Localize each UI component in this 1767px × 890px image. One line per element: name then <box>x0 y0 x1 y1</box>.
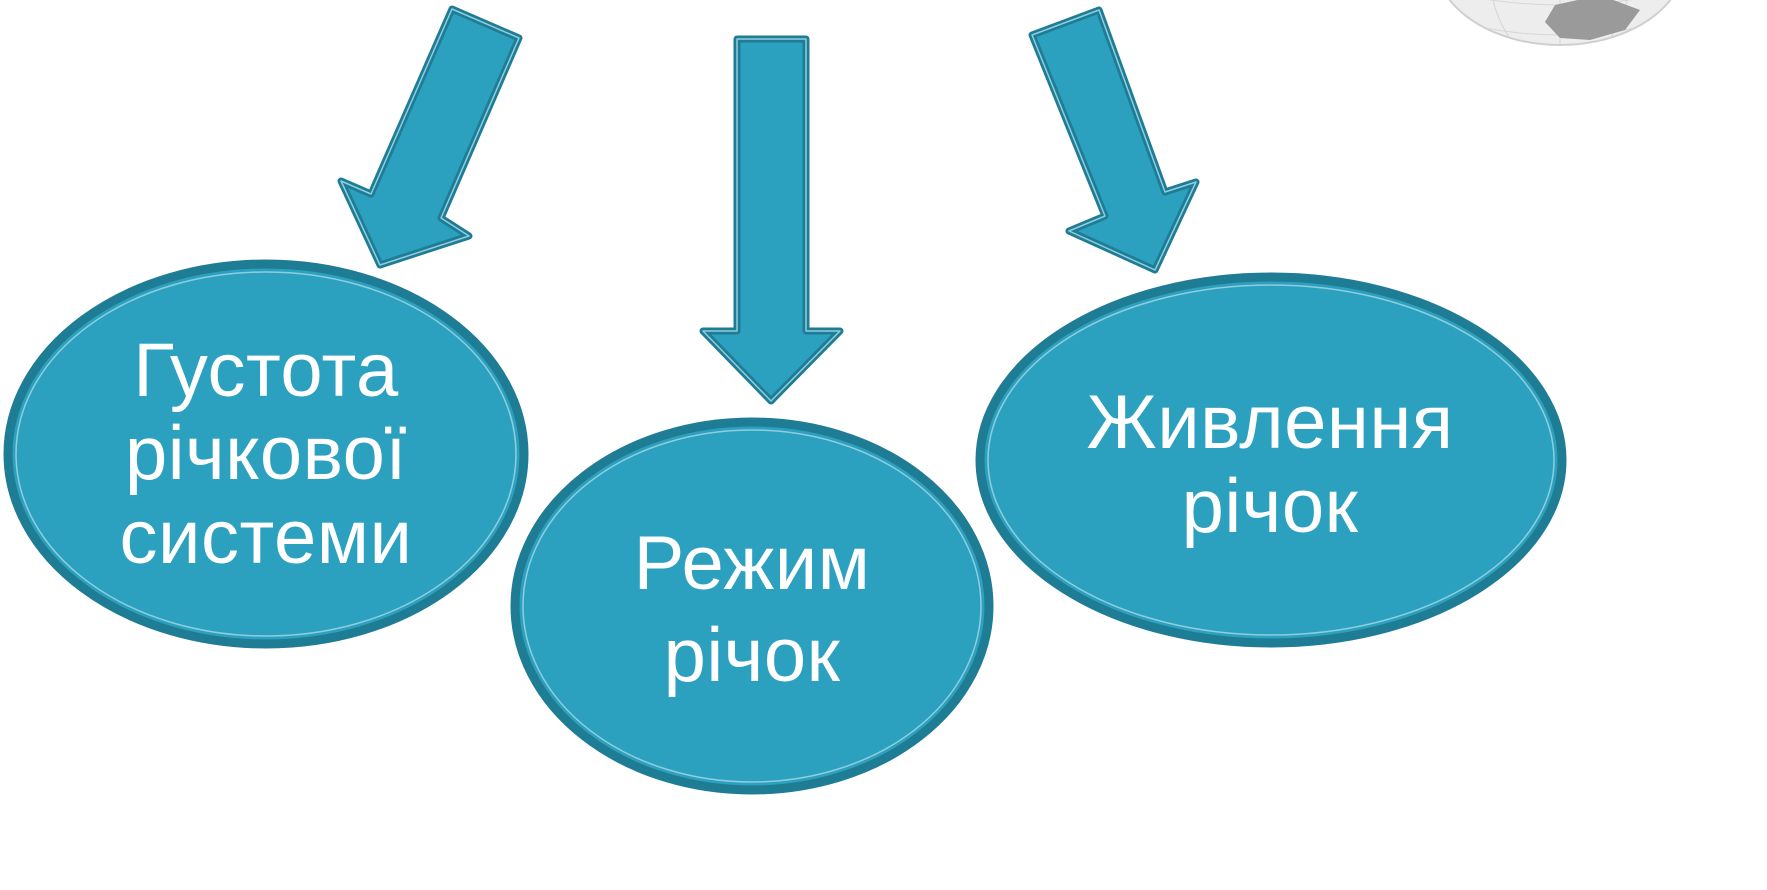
node-density-line-1: Густота <box>133 327 399 413</box>
arrow-center <box>699 35 844 405</box>
arrow-right <box>1028 6 1200 274</box>
node-feeding-label: Живлення річок <box>1030 360 1510 570</box>
node-density-line-3: системи <box>119 494 413 580</box>
node-density-label: Густота річкової системи <box>46 304 486 604</box>
node-regime-line-1: Режим <box>633 521 871 607</box>
node-regime-label: Режим річок <box>552 500 952 720</box>
node-feeding-line-1: Живлення <box>1086 380 1454 466</box>
arrow-left <box>337 5 523 269</box>
node-density-line-2: річкової <box>124 411 408 497</box>
node-regime-shape <box>510 417 994 795</box>
node-density-shape <box>3 259 529 649</box>
node-feeding-shape <box>975 272 1567 648</box>
globe-icon <box>1439 0 1681 46</box>
node-feeding-line-2: річок <box>1181 464 1359 549</box>
node-regime-line-2: річок <box>663 613 841 698</box>
